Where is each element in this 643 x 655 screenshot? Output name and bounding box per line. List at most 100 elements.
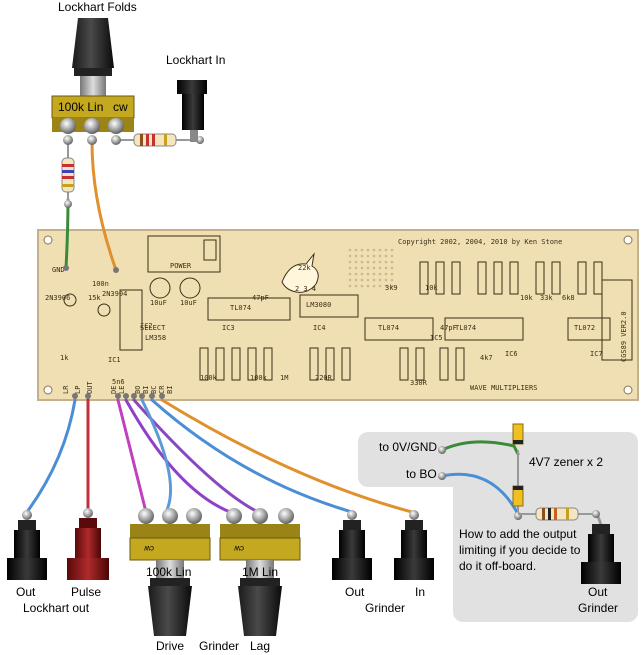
pcb-via xyxy=(378,278,382,282)
pcb-version: CGS89 VER2.0 xyxy=(620,311,628,362)
lockhart-in-jack[interactable] xyxy=(177,80,207,142)
pcb-via xyxy=(354,284,358,288)
pcb-ic-label: IC6 xyxy=(505,350,518,358)
pcb-part-label: 10k xyxy=(520,294,533,302)
note-line-1: How to add the output xyxy=(459,527,577,541)
pcb-via xyxy=(354,248,358,252)
pot-top-value: 100k Lin xyxy=(58,100,103,114)
label-to-bo: to BO xyxy=(406,467,437,481)
pcb-chip-label: LM3080 xyxy=(306,301,331,309)
pot-top-cw: cw xyxy=(113,100,128,114)
lockhart-folds-pot[interactable]: 100k Lin cw xyxy=(51,18,135,145)
pcb-part-label: 5n6 xyxy=(112,378,125,386)
pcb-part-label: 100k xyxy=(250,374,268,382)
pcb-part-label: 33k xyxy=(540,294,553,302)
pcb-via xyxy=(372,284,376,288)
right-out-grinder-jack[interactable] xyxy=(581,524,621,584)
pcb-via xyxy=(378,284,382,288)
grinder-in-jack[interactable] xyxy=(394,510,434,580)
pcb-via xyxy=(360,266,364,270)
pcb-via xyxy=(390,266,394,270)
out-grinder-jack[interactable] xyxy=(332,510,372,580)
pcb-resistor xyxy=(215,347,225,381)
pcb-via xyxy=(372,272,376,276)
note-panel xyxy=(358,432,638,622)
pcb-resistor xyxy=(439,347,449,381)
lag-pot-value: 1M Lin xyxy=(242,565,278,579)
drive-pot[interactable]: cw xyxy=(129,508,211,636)
out-jack[interactable] xyxy=(7,510,47,580)
pcb-via xyxy=(366,248,370,252)
wire-blue-2 xyxy=(140,398,172,514)
pcb-transistor-1: 2N3906 xyxy=(45,294,70,302)
pcb-resistor xyxy=(435,261,445,295)
label-drive: Drive xyxy=(156,639,184,653)
pcb-part-label: 10uF xyxy=(180,299,197,307)
wire-magenta-1 xyxy=(116,398,148,514)
pcb-part-label: 47pF xyxy=(440,324,457,332)
pcb-resistor xyxy=(341,347,351,381)
pcb-resistor xyxy=(451,261,461,295)
unicorn-logo xyxy=(281,252,319,293)
pcb-chip-label: TL074 xyxy=(378,324,399,332)
pcb-resistor xyxy=(455,347,465,381)
pcb-copyright: Copyright 2002, 2004, 2010 by Ken Stone xyxy=(398,238,562,246)
pcb-part-label: 22k xyxy=(298,264,311,272)
pcb-via xyxy=(354,272,358,276)
pcb-via xyxy=(360,260,364,264)
pcb-part-label: 47pF xyxy=(252,294,269,302)
pulse-jack[interactable] xyxy=(67,508,109,580)
pcb-part-label: 6k8 xyxy=(562,294,575,302)
pcb-via xyxy=(366,254,370,258)
pcb-via xyxy=(384,278,388,282)
label-lockhart-in: Lockhart In xyxy=(166,53,225,67)
lag-pot[interactable]: cw xyxy=(219,508,301,636)
pcb-resistor xyxy=(493,261,503,295)
pcb-via xyxy=(372,260,376,264)
pcb-ic-label: IC1 xyxy=(108,356,121,364)
pcb-select: SELECT xyxy=(140,324,166,332)
pcb-part-label: 220R xyxy=(315,374,333,382)
pcb-resistor xyxy=(199,347,209,381)
pcb-resistor xyxy=(577,261,587,295)
pcb-via xyxy=(384,248,388,252)
pcb-ic-label: IC2 xyxy=(140,322,153,330)
pcb-via xyxy=(348,248,352,252)
pcb-resistor xyxy=(399,347,409,381)
pcb-ic-label: IC7 xyxy=(590,350,603,358)
label-grinder: Grinder xyxy=(365,601,405,615)
pcb-via xyxy=(390,284,394,288)
pcb-resistor xyxy=(309,347,319,381)
pcb-via xyxy=(348,254,352,258)
pcb-via xyxy=(348,272,352,276)
pcb-part-label: 100n xyxy=(92,280,109,288)
pcb-via xyxy=(360,278,364,282)
lag-pot-cw: cw xyxy=(234,544,244,553)
pcb-via xyxy=(378,260,382,264)
label-grinder-right: Grinder xyxy=(578,601,618,615)
pcb-resistor xyxy=(263,347,273,381)
pcb-via xyxy=(348,278,352,282)
pcb-chip-label: TL074 xyxy=(455,324,476,332)
pcb-edge-label: OUT xyxy=(86,381,94,394)
pcb-resistors xyxy=(199,261,603,381)
pcb-chip-label: TL074 xyxy=(230,304,251,312)
wire-purple-1 xyxy=(124,398,232,514)
pcb-resistor xyxy=(509,261,519,295)
pcb-edge-label: LR xyxy=(62,385,70,394)
pcb-via xyxy=(390,254,394,258)
pcb-via xyxy=(390,248,394,252)
pcb-edge-label: BO xyxy=(134,386,142,394)
pcb-power: POWER xyxy=(170,262,192,270)
label-out-right: Out xyxy=(588,585,608,599)
wire-blue-out xyxy=(25,398,77,514)
pcb-part-label: 1M xyxy=(280,374,288,382)
pcb-transistor-2: 2N3904 xyxy=(102,290,127,298)
label-to-gnd: to 0V/GND xyxy=(379,440,437,454)
pcb-via xyxy=(348,284,352,288)
pcb-numbers: 2 3 4 xyxy=(295,285,316,293)
pcb-edge-lugs xyxy=(63,265,165,399)
pcb-resistor xyxy=(477,261,487,295)
wire-orange-bottom xyxy=(160,398,414,514)
